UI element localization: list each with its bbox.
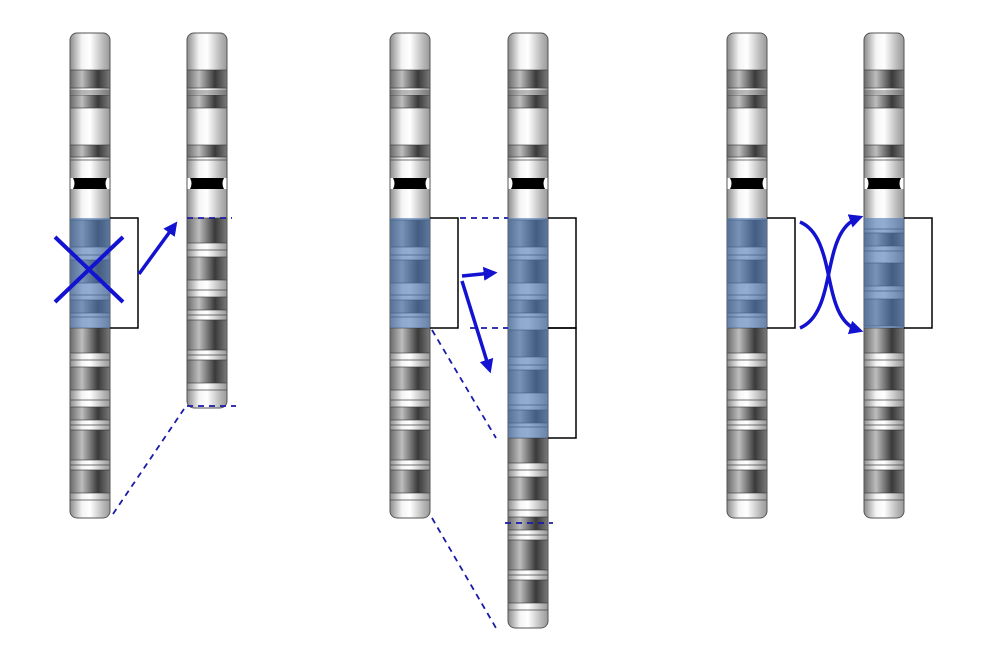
segment-bracket: [767, 217, 796, 329]
dark-band: [187, 256, 227, 281]
dark-band: [508, 539, 548, 571]
dark-band: [727, 144, 767, 158]
deletion-arrow: [137, 221, 178, 276]
dark-band: [864, 94, 904, 109]
highlighted-segment: [727, 218, 767, 328]
dark-band: [727, 366, 767, 391]
dark-band: [864, 69, 904, 89]
dark-band: [70, 144, 110, 158]
dark-band: [508, 579, 548, 604]
chromosome-body: [187, 33, 227, 408]
dark-band: [508, 476, 548, 501]
dark-band: [864, 429, 904, 461]
dark-band: [508, 94, 548, 109]
duplication-arrow: [461, 266, 498, 281]
dark-band: [70, 366, 110, 391]
dark-band: [390, 366, 430, 391]
dark-band: [390, 327, 430, 354]
cross-icon: [53, 235, 125, 304]
segment-bracket: [110, 217, 139, 329]
dark-band: [864, 469, 904, 494]
dark-band: [187, 144, 227, 158]
centromere: [190, 178, 224, 189]
dark-band: [70, 327, 110, 354]
dark-band: [390, 69, 430, 89]
dark-band: [727, 429, 767, 461]
centromere: [73, 178, 107, 189]
dark-band: [727, 94, 767, 109]
dark-band: [508, 437, 548, 464]
dark-band: [390, 406, 430, 421]
dark-band: [508, 69, 548, 89]
dark-band: [187, 319, 227, 351]
dark-band: [864, 327, 904, 354]
dark-band: [390, 469, 430, 494]
highlighted-segment: [390, 218, 430, 328]
segment-bracket: [548, 217, 577, 329]
dark-band: [70, 429, 110, 461]
dashed-guide-line: [431, 517, 497, 629]
segment-bracket: [548, 327, 577, 439]
dark-band: [70, 469, 110, 494]
centromere: [511, 178, 545, 189]
deletion-result-chromosome: [186, 32, 228, 409]
dark-band: [727, 406, 767, 421]
duplication-arrow: [460, 280, 494, 374]
dark-band: [70, 406, 110, 421]
dark-band: [187, 94, 227, 109]
segment-bracket: [904, 217, 933, 329]
dark-band: [864, 144, 904, 158]
dark-band: [508, 144, 548, 158]
centromere: [393, 178, 427, 189]
segment-bracket: [430, 217, 459, 329]
highlighted-segment: [508, 218, 548, 438]
dark-band: [390, 429, 430, 461]
dashed-guide-line: [431, 329, 497, 439]
dark-band: [187, 217, 227, 244]
dark-band: [70, 69, 110, 89]
dark-band: [864, 406, 904, 421]
dark-band: [70, 94, 110, 109]
dark-band: [727, 469, 767, 494]
dark-band: [864, 366, 904, 391]
dark-band: [187, 296, 227, 311]
dark-band: [187, 69, 227, 89]
dark-band: [390, 94, 430, 109]
inversion-arrow: [799, 214, 864, 330]
centromere: [730, 178, 764, 189]
dark-band: [187, 359, 227, 384]
dashed-guide-line: [112, 408, 185, 515]
chromosome-outline: [186, 32, 228, 409]
highlighted-segment: [864, 218, 904, 328]
centromere: [867, 178, 901, 189]
dark-band: [390, 144, 430, 158]
dark-band: [727, 69, 767, 89]
dark-band: [727, 327, 767, 354]
